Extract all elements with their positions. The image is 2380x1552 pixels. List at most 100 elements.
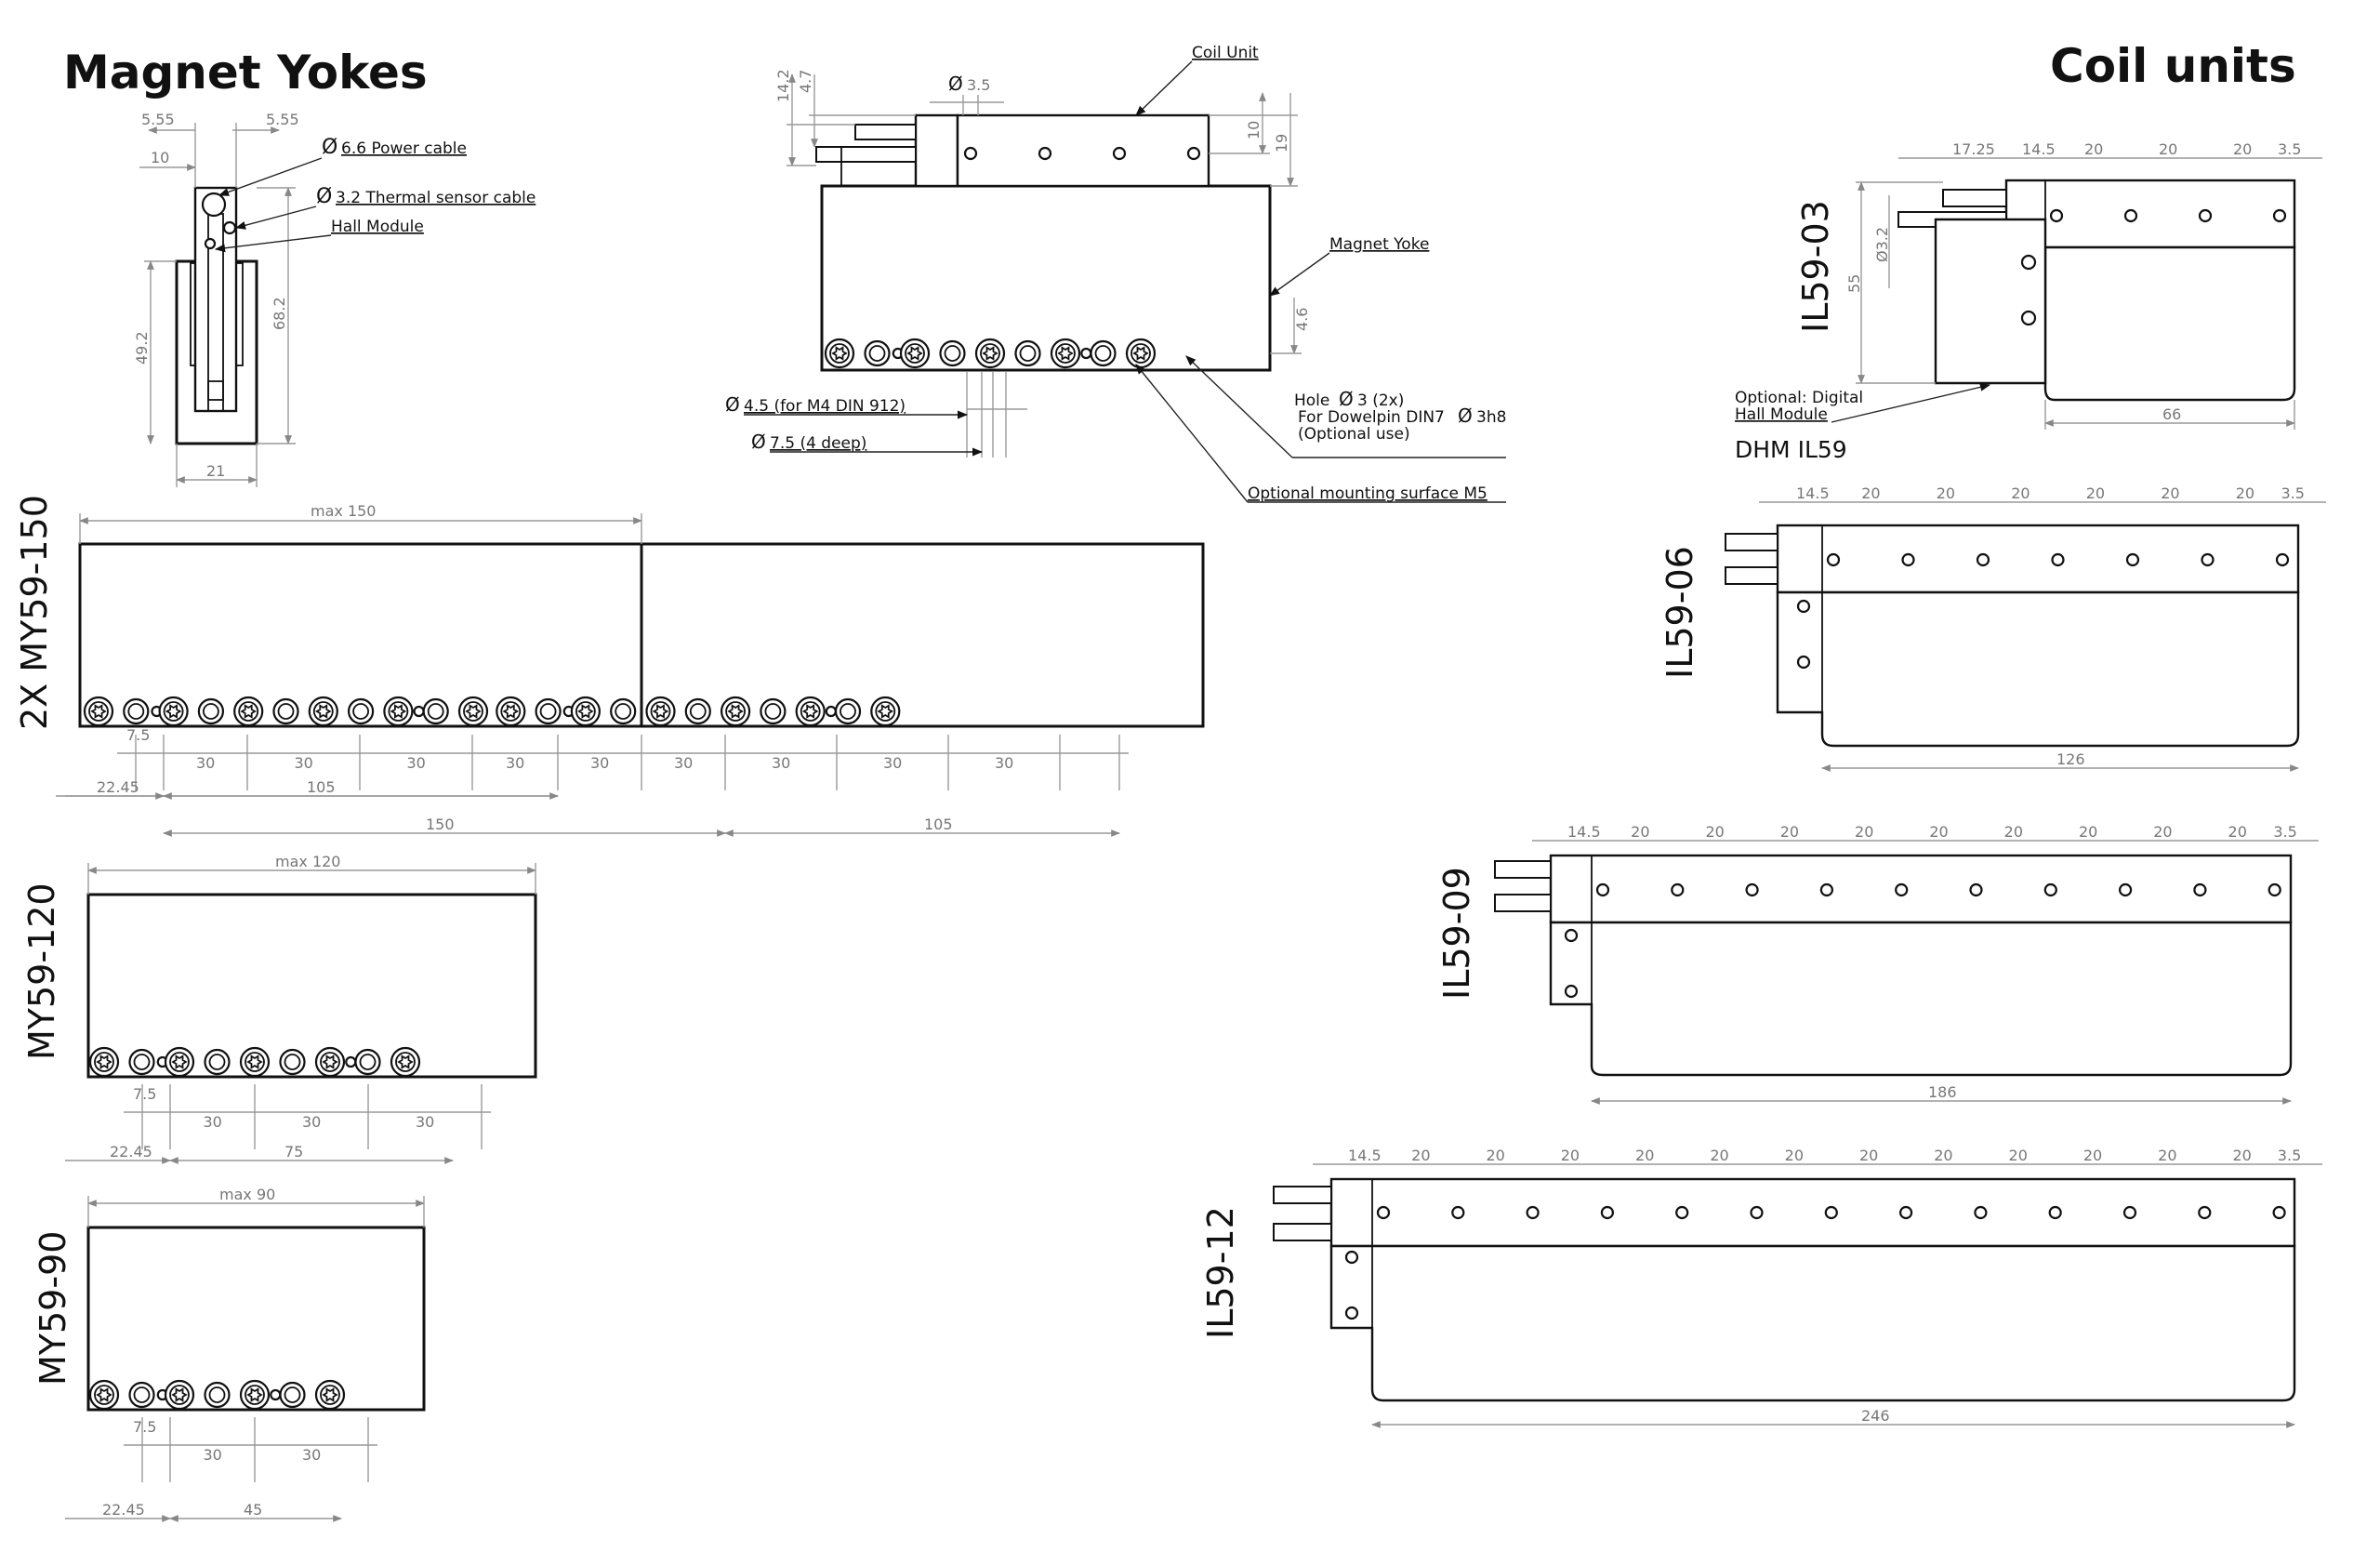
bore-hole-inner-icon (352, 703, 370, 720)
screw-head-icon (312, 701, 334, 722)
dim-10: 10 (151, 149, 169, 166)
il12-mount-holes (1376, 1205, 2286, 1220)
dimension-value: 30 (506, 754, 524, 772)
coil-mount-hole-icon (1451, 1205, 1465, 1220)
dimension-value: 20 (2009, 1147, 2028, 1164)
dimension-value: 3.5 (2273, 823, 2296, 841)
bore-hole-inner-icon (868, 345, 886, 362)
magnet-yoke-label: Magnet Yoke (1329, 235, 1429, 254)
screw-head-icon (94, 1385, 114, 1405)
dimension-value: 20 (1561, 1147, 1580, 1164)
bore-hole-icon (279, 1381, 306, 1409)
coil-mount-hole-icon (1750, 1205, 1764, 1220)
dimension-value: 17.25 (1952, 140, 1995, 158)
dim-5-55-left: 5.55 (141, 111, 175, 128)
assembly-view (815, 113, 1272, 372)
torx-drive-icon (390, 704, 407, 719)
torx-drive-icon (1057, 346, 1074, 361)
deep-label: 7.5 (4 deep) (770, 434, 866, 453)
screw-head-icon (800, 701, 821, 722)
torx-drive-icon (727, 704, 744, 719)
label-2x-my59-150: 2X MY59-150 (14, 495, 55, 730)
dim-150-105-second: 105 (924, 816, 953, 833)
dimension-value: 20 (1780, 823, 1799, 841)
dim-120-22-45: 22.45 (110, 1143, 152, 1161)
dimension-value: 20 (2011, 484, 2030, 502)
coil-mount-hole-icon (1745, 882, 1759, 897)
coil-mount-hole-icon (1899, 1205, 1913, 1220)
torx-drive-icon (906, 346, 923, 361)
screw-head-icon (245, 1385, 265, 1405)
coil-mount-hole-icon (1976, 552, 1990, 567)
dim-21: 21 (206, 462, 225, 480)
dimension-value: 14.5 (1567, 823, 1601, 841)
screw-head-icon (980, 343, 1000, 364)
screw-head-icon (320, 1052, 340, 1072)
dimension-value: 20 (2083, 1147, 2102, 1164)
coil-mount-hole-icon (1819, 882, 1834, 897)
coil-mount-hole-icon (1600, 1205, 1615, 1220)
screw-head-icon (905, 343, 925, 364)
torx-drive-icon (982, 346, 998, 361)
dimension-value: 20 (1411, 1147, 1430, 1164)
coil-mount-hole-icon (1675, 1205, 1689, 1220)
heading-coil-units: Coil units (2050, 39, 2296, 93)
bore-hole-icon (128, 1048, 155, 1076)
il09-length-dim: 186 (1591, 1083, 2292, 1105)
coil-mount-hole-icon (1969, 882, 1983, 897)
deep-dia-symbol: Ø (751, 431, 766, 453)
coil-mount-hole-icon (1376, 1205, 1391, 1220)
torx-drive-icon (831, 346, 848, 361)
yoke-end-view (175, 186, 258, 445)
screw-head-icon (169, 1052, 190, 1072)
coil-mount-hole-icon (2125, 552, 2140, 567)
bore-hole-icon (204, 1381, 231, 1409)
dimension-value: 20 (2084, 140, 2103, 158)
screw-head-icon (650, 701, 671, 722)
coil-mount-hole-icon (2048, 1205, 2062, 1220)
dimension-value: 30 (204, 1113, 222, 1131)
torx-drive-icon (877, 704, 894, 719)
hole-dia-symbol: Ø (1339, 388, 1354, 410)
coil-il59-03 (1897, 179, 2296, 402)
bore-hole-inner-icon (1094, 345, 1112, 362)
torx-drive-icon (322, 1055, 338, 1069)
torx-drive-icon (502, 704, 520, 719)
bore-hole-inner-icon (427, 703, 444, 720)
label-il59-09: IL59-09 (1436, 867, 1477, 1000)
hole-label-line1: Hole (1294, 391, 1329, 410)
dim-4-7: 4.7 (797, 70, 814, 93)
coil-mount-hole-icon (1595, 882, 1610, 897)
dimension-value: 20 (1934, 1147, 1952, 1164)
dimension-value: 14.5 (2022, 140, 2056, 158)
heading-magnet-yokes: Magnet Yokes (63, 46, 428, 99)
screw-head-icon (725, 701, 746, 722)
torx-drive-icon (465, 704, 482, 719)
dim-150-105: 105 (307, 778, 336, 796)
dimension-value: 20 (2086, 484, 2105, 502)
torx-drive-icon (171, 1055, 188, 1069)
dimension-value: 20 (2233, 140, 2252, 158)
dim-90-22-45: 22.45 (102, 1501, 145, 1519)
il09-dim-186: 186 (1928, 1083, 1957, 1101)
coil-mount-hole-icon (1671, 882, 1685, 897)
bore-hole-icon (684, 697, 711, 725)
dim-5-55-right: 5.55 (266, 111, 299, 128)
bore-hole-icon (204, 1048, 231, 1076)
bore-hole-icon (864, 339, 891, 367)
dimension-value: 20 (2161, 484, 2179, 502)
screw-head-icon (238, 701, 259, 722)
il06-length-dim: 126 (1821, 750, 2299, 772)
bore-hole-inner-icon (615, 703, 632, 720)
coil-mount-hole-icon (1901, 552, 1915, 567)
screw-head-icon (829, 343, 850, 364)
coil-mount-hole-icon (2272, 1205, 2286, 1220)
yoke-my59-120 (86, 893, 537, 1079)
screw-head-icon (88, 701, 109, 722)
torx-drive-icon (96, 1055, 112, 1069)
dimension-value: 20 (1785, 1147, 1804, 1164)
dimension-value: 20 (2159, 140, 2177, 158)
torx-drive-icon (322, 1387, 338, 1402)
dimension-value: 20 (1937, 484, 1955, 502)
